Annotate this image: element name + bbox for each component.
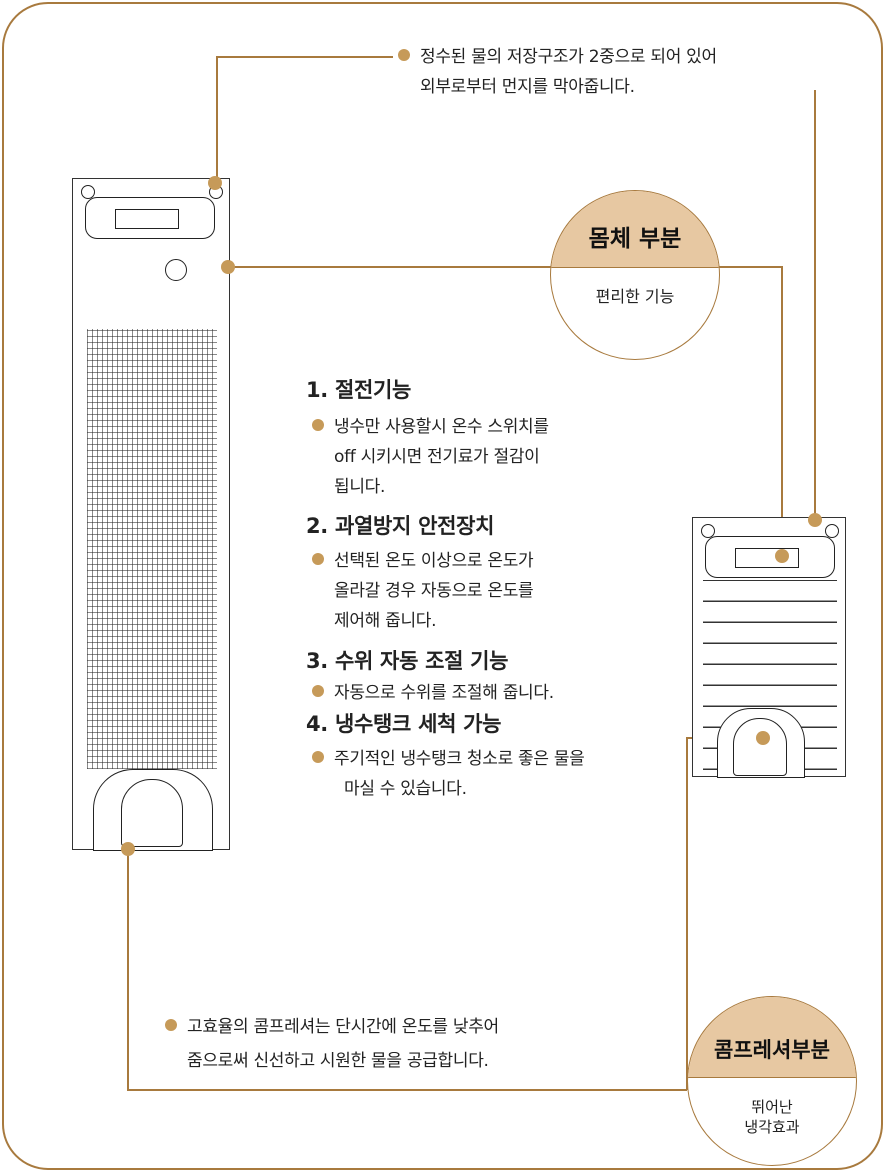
feature-line: off 시키시면 전기료가 절감이 xyxy=(334,447,540,467)
body-badge-subtitle: 편리한 기능 xyxy=(595,287,675,306)
bullet-dot xyxy=(165,1019,177,1031)
bullet-dot xyxy=(312,685,324,697)
callout-point xyxy=(756,731,770,745)
callout-point xyxy=(221,260,235,274)
compressor-badge-subtitle-line2: 냉각효과 xyxy=(744,1118,800,1136)
feature-line: 냉수만 사용할시 온수 스위치를 xyxy=(334,417,549,437)
callout-point xyxy=(121,842,135,856)
body-feature-line xyxy=(228,266,783,556)
display-window xyxy=(735,548,799,568)
water-dispenser-left xyxy=(72,178,230,851)
top-note-line xyxy=(216,56,393,183)
feature-line: 자동으로 수위를 조절해 줍니다. xyxy=(334,683,554,703)
compressor-note-line2: 줌으로써 신선하고 시원한 물을 공급합니다. xyxy=(187,1051,489,1071)
mount-hole xyxy=(701,524,715,538)
feature-heading: 1. 절전기능 xyxy=(306,378,412,402)
callout-point xyxy=(208,176,222,190)
feature-body: 자동으로 수위를 조절해 줍니다. xyxy=(312,678,554,708)
feature-line: 됩니다. xyxy=(334,477,386,497)
top-note-line1: 정수된 물의 저장구조가 2중으로 되어 있어 xyxy=(420,47,717,67)
mount-hole xyxy=(81,185,95,199)
compressor-dome xyxy=(121,779,183,847)
feature-heading: 2. 과열방지 안전장치 xyxy=(306,514,495,538)
compressor-badge-subtitle: 뛰어난 냉각효과 xyxy=(688,1097,856,1137)
compressor-badge: 콤프레셔부분 뛰어난 냉각효과 xyxy=(687,996,857,1166)
feature-line: 마실 수 있습니다. xyxy=(344,779,467,799)
compressor-badge-title: 콤프레셔부분 xyxy=(688,997,856,1078)
feature-line: 올라갈 경우 자동으로 온도를 xyxy=(334,581,534,601)
display-window xyxy=(115,209,179,229)
bullet-dot xyxy=(312,419,324,431)
feature-heading: 3. 수위 자동 조절 기능 xyxy=(306,649,509,673)
feature-body: 냉수만 사용할시 온수 스위치를 off 시키시면 전기료가 절감이 됩니다. xyxy=(312,412,549,502)
feature-line: 주기적인 냉수탱크 청소로 좋은 물을 xyxy=(334,749,585,769)
body-badge-title: 몸체 부분 xyxy=(551,191,719,268)
compressor-line xyxy=(127,848,687,1091)
body-badge: 몸체 부분 편리한 기능 xyxy=(550,190,720,360)
compressor-note: 고효율의 콤프레셔는 단시간에 온도를 낮추어 줌으로써 신선하고 시원한 물을… xyxy=(165,1012,645,1076)
compressor-badge-subtitle-line1: 뛰어난 xyxy=(751,1098,793,1116)
callout-point xyxy=(808,513,822,527)
feature-heading: 4. 냉수탱크 세척 가능 xyxy=(306,712,502,736)
compressor-dome xyxy=(733,718,787,776)
rear-grille xyxy=(87,329,217,769)
mount-hole xyxy=(825,524,839,538)
callout-point xyxy=(775,549,789,563)
feature-line: 선택된 온도 이상으로 온도가 xyxy=(334,551,534,571)
bullet-dot xyxy=(398,49,410,61)
bullet-dot xyxy=(312,553,324,565)
top-note-line2: 외부로부터 먼지를 막아줍니다. xyxy=(420,77,635,97)
feature-line: 제어해 줍니다. xyxy=(334,611,437,631)
feature-body: 주기적인 냉수탱크 청소로 좋은 물을 마실 수 있습니다. xyxy=(312,744,585,804)
top-note: 정수된 물의 저장구조가 2중으로 되어 있어 외부로부터 먼지를 막아줍니다. xyxy=(398,42,838,102)
feature-body: 선택된 온도 이상으로 온도가 올라갈 경우 자동으로 온도를 제어해 줍니다. xyxy=(312,546,534,636)
bullet-dot xyxy=(312,751,324,763)
thermostat-knob xyxy=(165,259,187,281)
compressor-note-line1: 고효율의 콤프레셔는 단시간에 온도를 낮추어 xyxy=(187,1017,499,1037)
